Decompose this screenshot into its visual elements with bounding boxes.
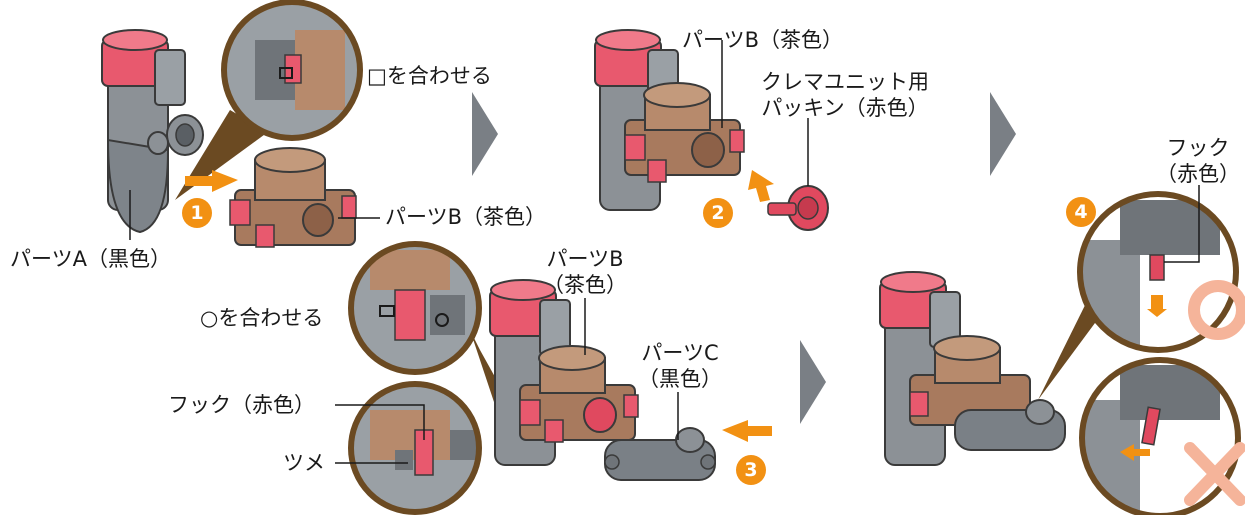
step3-zoom-circles (335, 241, 530, 515)
step4-zoom-wrong (1079, 357, 1245, 515)
step-4-badge: 4 (1066, 197, 1096, 227)
label-part-b-step3-line2: （茶色） (543, 273, 627, 297)
label-part-c: パーツC （黒色） (625, 340, 735, 392)
step-2-badge: 2 (703, 198, 733, 228)
next-step-arrow-2 (990, 92, 1016, 176)
label-hook-step3: フック（赤色） (168, 393, 315, 417)
label-hook-step4: フック （赤色） (1148, 135, 1245, 187)
label-hook-step4-line2: （赤色） (1156, 162, 1240, 186)
step3-push-arrow (722, 420, 772, 442)
label-part-a: パーツA（黒色） (10, 247, 171, 271)
label-packing: クレマユニット用 パッキン（赤色） (730, 69, 960, 121)
label-part-b-step3-line1: パーツB (546, 247, 624, 271)
step1-part-b (229, 147, 380, 248)
step2-part-b (624, 40, 745, 183)
label-hook-step4-line1: フック (1166, 136, 1230, 160)
label-packing-line2: パッキン（赤色） (761, 96, 929, 120)
step3-part-b (519, 298, 639, 443)
label-part-b-step3: パーツB （茶色） (530, 246, 640, 298)
step3-part-c (604, 392, 716, 481)
step1-part-a (101, 29, 204, 234)
label-claw: ツメ (283, 451, 325, 475)
label-align-circle: ○を合わせる (200, 306, 324, 330)
label-part-c-line2: （黒色） (638, 367, 722, 391)
step-1-badge: 1 (182, 198, 212, 228)
label-part-b-step2: パーツB（茶色） (682, 28, 843, 52)
wrong-mark-icon (1184, 442, 1245, 506)
step-3-badge: 3 (736, 455, 766, 485)
step1-push-arrow (185, 170, 238, 192)
correct-mark-icon (1188, 280, 1245, 340)
label-packing-line1: クレマユニット用 (761, 70, 929, 94)
step2-push-arrow (748, 170, 774, 202)
step4-zoom-correct (1077, 185, 1245, 353)
step4-assembled-unit (879, 271, 1066, 466)
label-align-square: □を合わせる (367, 64, 492, 88)
label-part-b-step1: パーツB（茶色） (385, 205, 546, 229)
next-step-arrow-3 (800, 340, 826, 424)
step2-packing (767, 118, 829, 231)
next-step-arrow-1 (472, 92, 498, 176)
label-part-c-line1: パーツC (641, 341, 719, 365)
